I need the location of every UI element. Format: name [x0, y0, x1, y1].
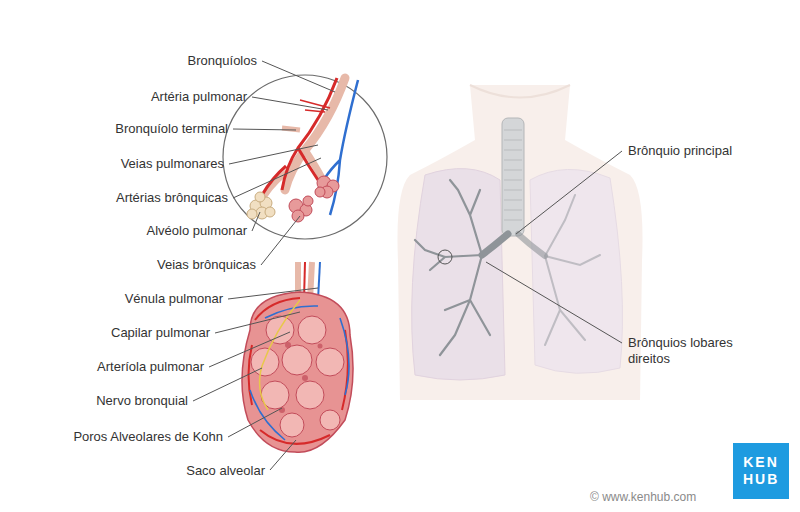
bronchiole-detail [247, 78, 358, 222]
trachea [502, 118, 524, 236]
leader-lines [193, 61, 622, 470]
part-label: Poros Alveolares de Kohn [73, 429, 223, 445]
part-label: Alvéolo pulmonar [147, 223, 247, 239]
part-label: Bronquíolos [188, 53, 257, 69]
part-label: Arteríola pulmonar [97, 359, 204, 375]
part-label: Bronquíolo terminal [115, 121, 228, 137]
torso [398, 85, 643, 400]
part-label: Vénula pulmonar [125, 291, 223, 307]
part-label: Veias pulmonares [121, 156, 224, 172]
part-label: Brônquio principal [628, 143, 732, 159]
part-label: Brônquios lobares direitos [628, 335, 763, 367]
part-label: Veias brônquicas [157, 257, 256, 273]
part-label: Artérias brônquicas [116, 190, 228, 206]
logo-box: KEN HUB [733, 443, 789, 499]
part-label: Capilar pulmonar [111, 325, 210, 341]
zoom-circle [223, 75, 387, 239]
watermark: © www.kenhub.com [590, 489, 696, 505]
part-label: Nervo bronquial [96, 393, 188, 409]
part-label: Artéria pulmonar [151, 89, 247, 105]
bronchial-tree [415, 180, 600, 355]
part-label: Saco alveolar [186, 463, 265, 479]
logo-text: KEN HUB [743, 454, 779, 488]
